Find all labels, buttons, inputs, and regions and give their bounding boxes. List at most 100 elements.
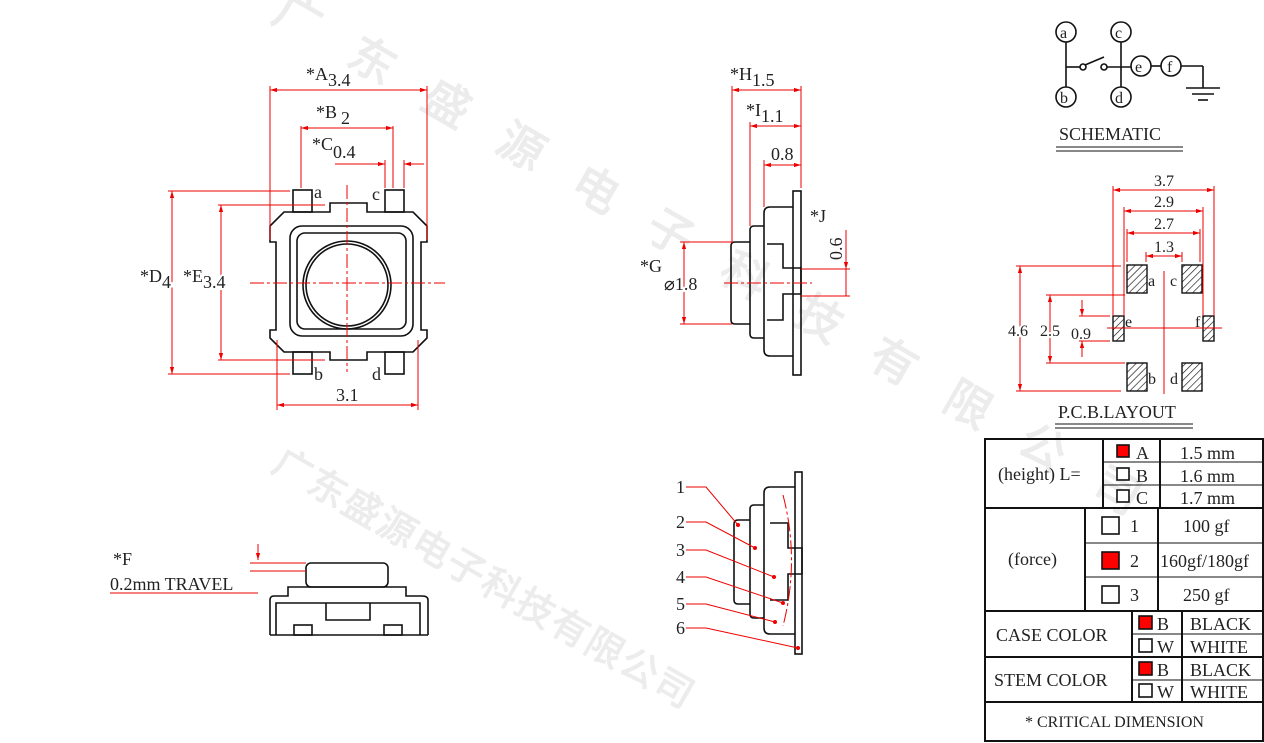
- drawing-line: [1138, 661, 1153, 676]
- height-option-b[interactable]: B 1.6 mm: [1116, 466, 1235, 486]
- drawing-line: [1079, 63, 1087, 71]
- pad-b: [1126, 362, 1148, 392]
- pcb-layout: a c e f b d 3.7 2.9 2.7 1.3 4.6 2.5 0.9 …: [1006, 173, 1222, 429]
- pin-d: [384, 351, 405, 375]
- drawing-line: [293, 624, 313, 636]
- drawing-label: *I1.1: [746, 100, 784, 126]
- drawing-line: [1160, 55, 1182, 77]
- pin-a: [292, 189, 313, 213]
- drawing-label: 0.6: [826, 238, 846, 261]
- drawing-line: [296, 232, 407, 330]
- drawing-line: [763, 486, 795, 635]
- drawing-label: 5: [676, 594, 685, 614]
- drawing-label: b: [314, 364, 323, 384]
- drawing-label: 1.5: [752, 70, 775, 90]
- drawing-line: [269, 586, 429, 635]
- drawing-label: 2: [341, 108, 350, 128]
- drawing-label: 3: [676, 540, 685, 560]
- drawing-line: [736, 523, 740, 527]
- drawing-label: *F: [113, 549, 132, 569]
- drawing-label: W: [1157, 637, 1174, 657]
- drawing-line: [686, 603, 776, 623]
- side-view: *H1.5 *I1.1 0.8 *J 0.6 *G ⌀1.8: [640, 64, 850, 376]
- drawing-label: WHITE: [1190, 682, 1248, 702]
- drawing-label: c: [372, 184, 380, 204]
- drawing-label: *I: [746, 100, 761, 120]
- drawing-label: 2: [1130, 551, 1139, 571]
- pad-a: [1126, 264, 1148, 294]
- drawing-line: [763, 206, 793, 357]
- drawing-line: [781, 601, 785, 605]
- drawing-label: W: [1157, 682, 1174, 702]
- drawing-label: 0.4: [333, 142, 356, 162]
- drawing-label: b: [1060, 90, 1068, 107]
- drawing-line: [686, 576, 784, 604]
- drawing-label: WHITE: [1190, 637, 1248, 657]
- drawing-label: *D4: [140, 266, 171, 292]
- drawing-label: 1.6 mm: [1180, 466, 1235, 486]
- drawing-line: [1055, 86, 1077, 108]
- drawing-line: [1116, 444, 1130, 458]
- drawing-label: f: [1195, 314, 1201, 331]
- drawing-label: 4: [676, 567, 685, 587]
- front-view: *F 0.2mm TRAVEL: [110, 544, 429, 636]
- drawing-line: [1084, 56, 1105, 66]
- drawing-label: 1.5 mm: [1180, 443, 1235, 463]
- drawing-label: BLACK: [1190, 614, 1251, 634]
- drawing-line: [686, 627, 799, 649]
- drawing-label: ⌀1.8: [664, 274, 697, 294]
- drawing-line: [1110, 86, 1132, 108]
- drawing-label: *J: [810, 206, 826, 226]
- drawing-line: [1101, 585, 1120, 604]
- drawing-label: *G: [640, 256, 662, 276]
- drawing-line: [749, 504, 764, 619]
- drawing-line: [325, 603, 371, 621]
- drawing-label: 2.7: [1154, 216, 1174, 233]
- drawing-label: 广东盛源电子科技有限公司: [266, 440, 704, 718]
- drawing-line: [1130, 55, 1152, 77]
- drawing-label: 3: [1130, 585, 1139, 605]
- pcb-title: P.C.B.LAYOUT: [1058, 402, 1176, 422]
- drawing-label: 4.6: [1008, 323, 1028, 340]
- drawing-label: *D: [140, 266, 162, 286]
- drawing-line: [269, 202, 428, 361]
- schematic-title: SCHEMATIC: [1059, 124, 1161, 144]
- drawing-line: [686, 521, 756, 549]
- drawing-label: *H1.5: [730, 64, 775, 90]
- schematic: a b c d e f SCHEMATIC: [1055, 21, 1220, 152]
- drawing-label: 6: [676, 618, 685, 638]
- drawing-label: e: [1125, 314, 1132, 331]
- drawing-line: [275, 602, 421, 635]
- drawing-label: 100 gf: [1183, 516, 1230, 536]
- drawing-label: *C0.4: [312, 134, 356, 162]
- drawing-line: [767, 243, 802, 321]
- case-color-white[interactable]: W WHITE: [1138, 637, 1248, 657]
- drawing-label: c: [1115, 25, 1122, 42]
- drawing-label: d: [372, 364, 381, 384]
- drawing-label: *E: [183, 266, 203, 286]
- drawing-line: [794, 471, 803, 655]
- drawing-label: (force): [1008, 549, 1057, 570]
- drawing-line: [736, 523, 800, 650]
- stem-color-white[interactable]: W WHITE: [1138, 682, 1248, 702]
- drawing-label: *A3.4: [306, 64, 351, 90]
- drawing-line: [1100, 63, 1108, 71]
- drawing-label: B: [1136, 466, 1148, 486]
- drawing-line: [749, 225, 764, 339]
- drawing-label: 1.1: [761, 106, 784, 126]
- drawing-line: [1116, 489, 1130, 503]
- drawing-line: [782, 494, 792, 627]
- drawing-label: a: [1148, 273, 1155, 290]
- drawing-line: [1138, 683, 1153, 698]
- drawing-label: b: [1148, 371, 1156, 388]
- drawing-line: [733, 519, 750, 605]
- drawing-label: 1.3: [1154, 239, 1174, 256]
- drawing-label: (height) L=: [998, 464, 1081, 485]
